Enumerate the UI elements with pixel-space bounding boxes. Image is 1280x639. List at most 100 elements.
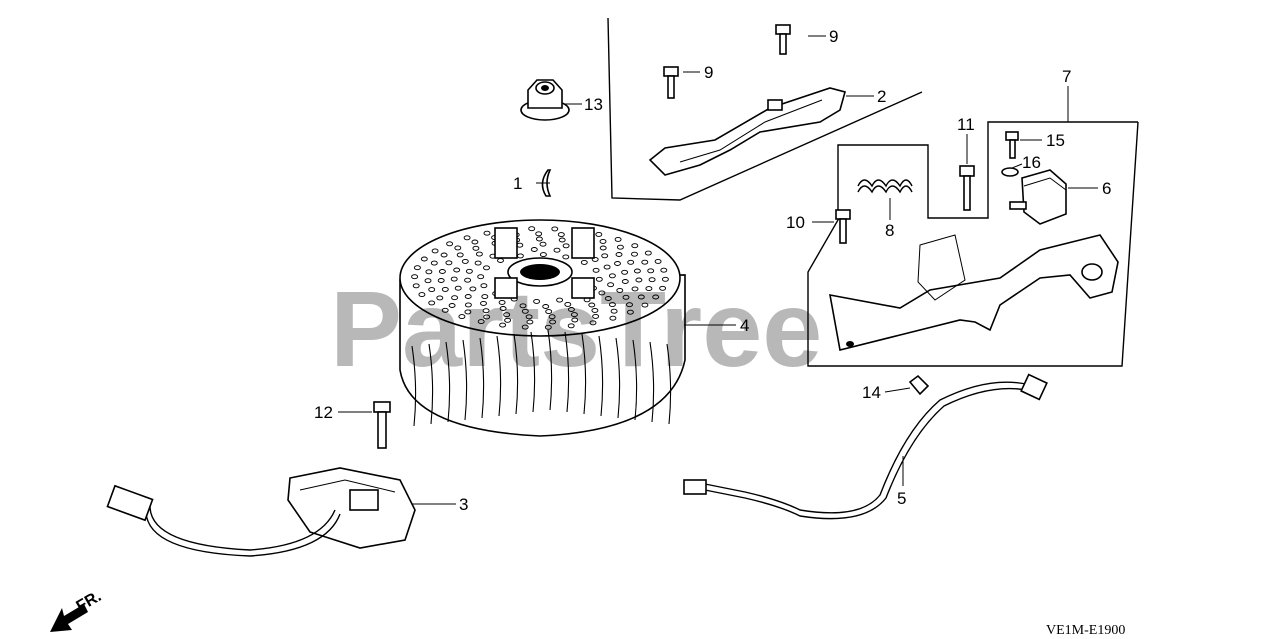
flywheel-hole bbox=[519, 303, 527, 309]
flywheel-fin bbox=[445, 341, 451, 423]
flywheel-hole bbox=[431, 248, 439, 254]
flywheel-hole bbox=[535, 236, 543, 242]
flywheel-hole bbox=[598, 290, 606, 296]
flywheel-fin bbox=[666, 343, 672, 425]
flywheel-hole bbox=[626, 309, 634, 315]
flywheel-hole bbox=[533, 298, 541, 304]
flywheel-hole bbox=[450, 276, 458, 282]
callout-2: 2 bbox=[877, 87, 886, 106]
flywheel-hole bbox=[567, 307, 575, 312]
flywheel-hole bbox=[608, 273, 616, 279]
washer-part-16 bbox=[1001, 167, 1019, 177]
flywheel-hole bbox=[627, 259, 635, 265]
flywheel-hole bbox=[521, 308, 529, 314]
flywheel-hole bbox=[661, 276, 669, 282]
flywheel-hole bbox=[567, 323, 575, 329]
diagram-code: VE1M-E1900 bbox=[1046, 623, 1125, 638]
flywheel-hole bbox=[588, 302, 596, 308]
flywheel-hole bbox=[412, 283, 420, 289]
flywheel-hole bbox=[535, 231, 543, 237]
flywheel-hole bbox=[441, 286, 449, 292]
flywheel-fin bbox=[428, 343, 434, 425]
ignition-coil-part bbox=[106, 467, 416, 557]
screw-part-15 bbox=[1005, 131, 1019, 159]
group-box-bracket bbox=[807, 121, 1139, 367]
front-direction-arrow: FR. bbox=[50, 588, 104, 632]
flywheel-hole bbox=[525, 314, 533, 320]
flywheel-hole bbox=[599, 245, 607, 251]
flywheel-hole bbox=[592, 313, 600, 319]
callout-5: 5 bbox=[897, 489, 906, 508]
callout-4: 4 bbox=[740, 316, 749, 335]
flywheel-hole bbox=[483, 265, 490, 271]
callout-3: 3 bbox=[459, 495, 468, 514]
flywheel-fin bbox=[479, 337, 485, 419]
bracket-part bbox=[829, 234, 1119, 351]
flywheel-hole bbox=[542, 304, 550, 309]
flywheel-hole bbox=[608, 302, 616, 308]
flywheel-hole bbox=[548, 314, 556, 320]
flywheel-hole bbox=[622, 294, 630, 300]
flywheel-hole bbox=[464, 277, 472, 283]
flywheel-hole bbox=[456, 252, 464, 258]
flywheel-fin bbox=[462, 339, 468, 421]
flywheel-hole bbox=[504, 317, 512, 323]
flywheel-fin bbox=[615, 337, 621, 419]
flywheel-hole bbox=[482, 308, 490, 314]
flywheel-fin bbox=[598, 335, 604, 417]
watermark-text: PartsTree bbox=[330, 268, 822, 389]
leader-lines bbox=[338, 35, 1098, 505]
flywheel-hole bbox=[499, 322, 507, 328]
bolt-part-9a bbox=[775, 24, 791, 55]
flywheel-hole bbox=[595, 231, 603, 237]
flywheel-hole bbox=[609, 315, 617, 321]
flywheel-hole bbox=[603, 264, 611, 270]
flywheel-fin bbox=[547, 329, 553, 411]
flywheel-hole bbox=[592, 267, 600, 273]
flywheel-hole bbox=[472, 245, 480, 251]
flywheel-hole bbox=[454, 285, 462, 291]
callout-8: 8 bbox=[885, 221, 894, 240]
flywheel-hole bbox=[539, 241, 547, 247]
flywheel-hole bbox=[631, 286, 639, 292]
flywheel-fins bbox=[411, 329, 672, 427]
callout-10: 10 bbox=[786, 213, 805, 232]
flywheel-hole bbox=[483, 230, 491, 236]
flywheel-fin bbox=[513, 333, 519, 415]
flywheel-hole bbox=[411, 274, 419, 280]
flywheel-fin bbox=[496, 335, 502, 417]
flywheel-hole bbox=[652, 294, 660, 300]
flywheel-hole bbox=[645, 286, 653, 292]
callout-16: 16 bbox=[1022, 153, 1041, 172]
guide-plate-part bbox=[648, 87, 846, 176]
callout-6: 6 bbox=[1102, 179, 1111, 198]
flywheel-hole bbox=[469, 286, 477, 292]
flywheel-hole bbox=[616, 244, 624, 250]
flywheel-hole bbox=[641, 302, 649, 308]
flywheel-hole bbox=[635, 277, 643, 283]
flywheel-hole bbox=[428, 300, 436, 306]
flywheel-fin bbox=[581, 333, 587, 415]
flywheel-hole bbox=[530, 247, 538, 252]
flywheel-hole bbox=[465, 268, 473, 274]
wire-part bbox=[683, 373, 1048, 520]
flywheel-hole bbox=[631, 251, 638, 257]
callout-1: 1 bbox=[513, 174, 522, 193]
flywheel-hole bbox=[539, 252, 547, 258]
flywheel-hole bbox=[610, 308, 618, 314]
flywheel-hole bbox=[545, 309, 553, 315]
flywheel-hole bbox=[483, 314, 491, 320]
flywheel-part bbox=[399, 219, 686, 437]
flywheel-hole bbox=[499, 306, 507, 311]
clip-part bbox=[908, 374, 930, 396]
flywheel-hole bbox=[418, 292, 426, 298]
flywheel-hole bbox=[544, 324, 552, 330]
flange-nut-part bbox=[520, 79, 570, 121]
flywheel-hole bbox=[580, 259, 588, 265]
callout-9-upper: 9 bbox=[829, 27, 838, 46]
flywheel-hole bbox=[526, 319, 534, 325]
flywheel-hole bbox=[599, 238, 607, 244]
flywheel-hole bbox=[614, 261, 621, 266]
flywheel-hole bbox=[521, 324, 529, 330]
